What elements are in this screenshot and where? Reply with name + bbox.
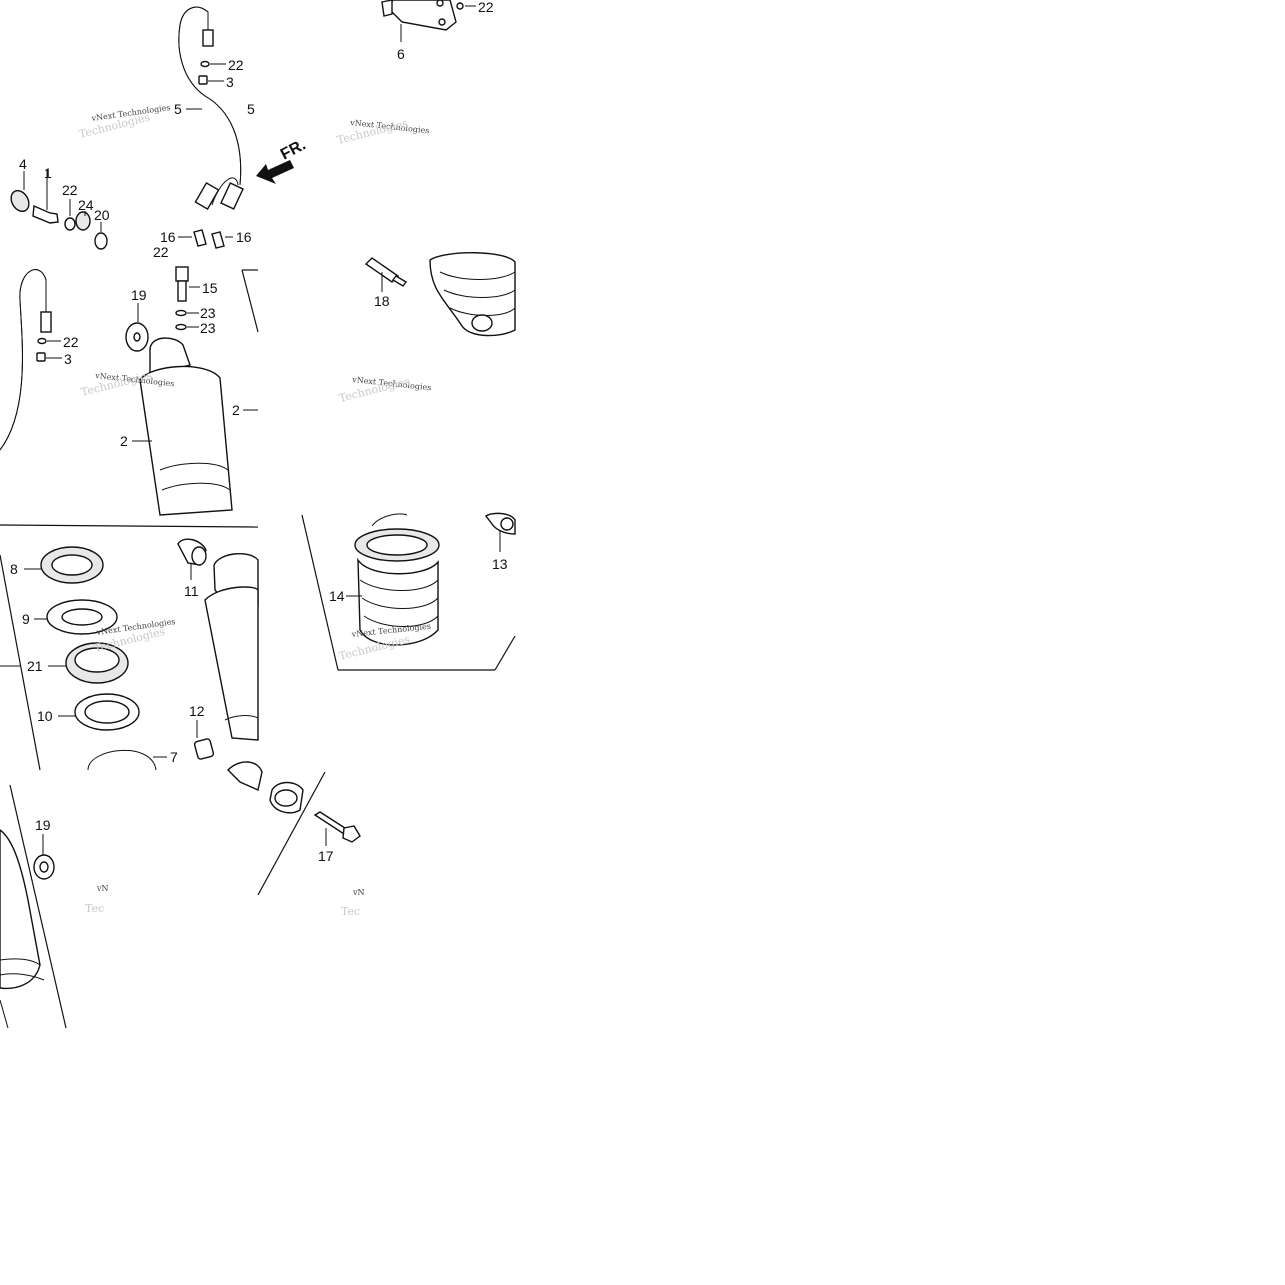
label-22: 22 <box>478 0 494 15</box>
label-19: 19 <box>131 287 147 303</box>
label-5: 5 <box>174 101 182 117</box>
spring-part <box>354 528 440 646</box>
label-12: 12 <box>189 703 205 719</box>
reservoir-lower <box>0 829 45 1029</box>
label-11: 11 <box>184 583 199 599</box>
label-16: 16 <box>236 229 252 245</box>
label-6: 6 <box>397 46 405 62</box>
label-4: 4 <box>19 156 27 172</box>
watermark-ghost: Tec <box>341 905 360 918</box>
label-23: 23 <box>200 305 216 321</box>
spring-fragment <box>429 252 516 337</box>
label-22: 22 <box>153 244 169 260</box>
tile-middle: 22 3 19 15 23 23 2 2 <box>0 252 516 516</box>
damper-body <box>204 553 259 741</box>
label-24: 24 <box>78 197 94 213</box>
label-10: 10 <box>37 708 53 724</box>
label-13: 13 <box>492 556 508 572</box>
watermark-ghost: Tec <box>85 902 104 915</box>
brake-hose <box>178 6 244 210</box>
label-15: 15 <box>202 280 218 296</box>
front-arrow-icon: FR. <box>256 136 309 184</box>
banjo-fittings <box>10 170 108 250</box>
label-20: 20 <box>94 207 110 223</box>
label-1: 1 <box>44 165 52 181</box>
label-2: 2 <box>120 433 128 449</box>
label-23: 23 <box>200 320 216 336</box>
label-22: 22 <box>62 182 78 198</box>
label-8: 8 <box>10 561 18 577</box>
label-14: 14 <box>329 588 345 604</box>
tile-lower: 8 9 21 10 7 11 12 <box>0 512 516 771</box>
label-22: 22 <box>63 334 79 350</box>
label-7: 7 <box>170 749 178 765</box>
watermark: vN <box>352 888 365 897</box>
tile-bottom: 19 17 vN Tec vN Tec <box>0 761 365 1029</box>
reservoir-body <box>139 337 233 516</box>
watermark: vN <box>96 884 109 893</box>
label-9: 9 <box>22 611 30 627</box>
label-2: 2 <box>232 402 240 418</box>
tile-top: 22 6 22 3 5 5 FR. <box>10 0 494 260</box>
label-3: 3 <box>64 351 72 367</box>
label-16: 16 <box>160 229 176 245</box>
bracket-part <box>381 0 476 42</box>
label-5: 5 <box>247 101 255 117</box>
label-21: 21 <box>27 658 43 674</box>
label-19: 19 <box>35 817 51 833</box>
label-22: 22 <box>228 57 244 73</box>
label-18: 18 <box>374 293 390 309</box>
label-17: 17 <box>318 848 334 864</box>
label-3: 3 <box>226 74 234 90</box>
front-label: FR. <box>278 136 309 163</box>
